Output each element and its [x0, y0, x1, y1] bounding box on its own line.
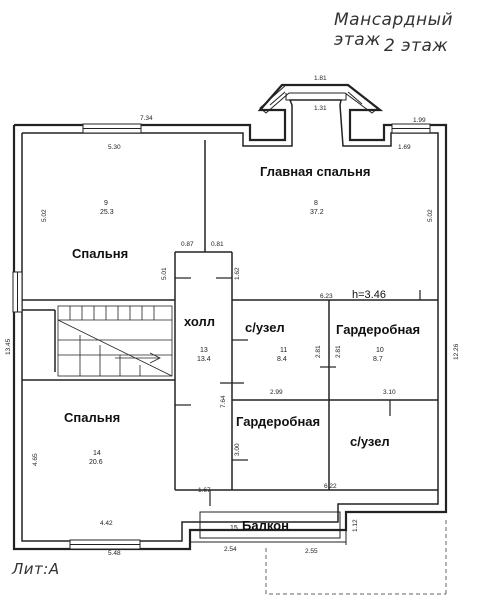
windows [12, 123, 431, 550]
ceiling-height: h=3.46 [352, 289, 386, 301]
door-marks [175, 277, 421, 506]
dim-501: 5.01 [161, 267, 168, 280]
room-9-number: 9 [104, 200, 108, 207]
litera-label: Лит:А [12, 560, 60, 578]
dim-442: 4.42 [100, 520, 113, 527]
room-10-number: 10 [376, 347, 384, 354]
room-11-name: с/узел [245, 320, 285, 335]
dashed-extension [265, 520, 447, 595]
bay-window [259, 84, 379, 114]
room-9-area: 25.3 [100, 209, 114, 216]
dim-199: 1.99 [413, 117, 426, 124]
floor-title-line1: Мансардный этаж [334, 10, 454, 50]
balcony [190, 511, 347, 545]
room-14-name: Спальня [64, 410, 120, 425]
room-13-number: 13 [200, 347, 208, 354]
room-13-name: холл [184, 314, 215, 329]
dim-530: 5.30 [108, 144, 121, 151]
room-15-name: Балкон [242, 518, 289, 533]
dim-181: 1.81 [314, 75, 327, 82]
dim-281a: 2.81 [315, 345, 322, 358]
room-wardrobe-name: Гардеробная [236, 414, 320, 429]
interior-walls [22, 140, 438, 491]
dim-502a: 5.02 [41, 209, 48, 222]
room-8-number: 8 [314, 200, 318, 207]
dim-281b: 2.81 [335, 345, 342, 358]
dim-167: 1.67 [198, 487, 211, 494]
room-11-number: 11 [280, 347, 287, 354]
dim-112: 1.12 [352, 519, 359, 532]
dim-764: 7.64 [220, 395, 227, 408]
outer-walls [12, 83, 448, 551]
room-10-area: 8.7 [373, 356, 383, 363]
dim-310: 3.10 [383, 389, 396, 396]
dim-502b: 5.02 [427, 209, 434, 222]
dim-734: 7.34 [140, 115, 153, 122]
room-11-area: 8.4 [277, 356, 287, 363]
room-13-area: 13.4 [197, 356, 211, 363]
dim-169: 1.69 [398, 144, 411, 151]
dim-1345: 13.45 [5, 338, 12, 355]
dim-299: 2.99 [270, 389, 283, 396]
dim-623: 6.23 [320, 293, 333, 300]
dim-255: 2.55 [305, 548, 318, 555]
staircase [57, 305, 173, 377]
room-14-area: 20.6 [89, 459, 103, 466]
dim-622: 6.22 [324, 483, 337, 490]
room-14-number: 14 [93, 450, 101, 457]
dim-548: 5.48 [108, 550, 121, 557]
room-9-name: Спальня [72, 246, 128, 261]
dim-081: 0.81 [211, 241, 224, 248]
room-8-area: 37.2 [310, 209, 324, 216]
room-10-name: Гардеробная [336, 322, 420, 337]
dim-465: 4.65 [32, 453, 39, 466]
room-15-number: 15 [230, 525, 238, 532]
room-8-name: Главная спальня [260, 164, 370, 179]
dim-300: 3.00 [234, 443, 241, 456]
dim-131: 1.31 [314, 105, 327, 112]
dim-162: 1.62 [234, 267, 241, 280]
dim-254: 2.54 [224, 546, 237, 553]
floor-title-line2: 2 этаж [384, 36, 449, 56]
room-bathroom-name: с/узел [350, 434, 390, 449]
dim-1226: 12.26 [453, 343, 460, 360]
dim-087: 0.87 [181, 241, 194, 248]
